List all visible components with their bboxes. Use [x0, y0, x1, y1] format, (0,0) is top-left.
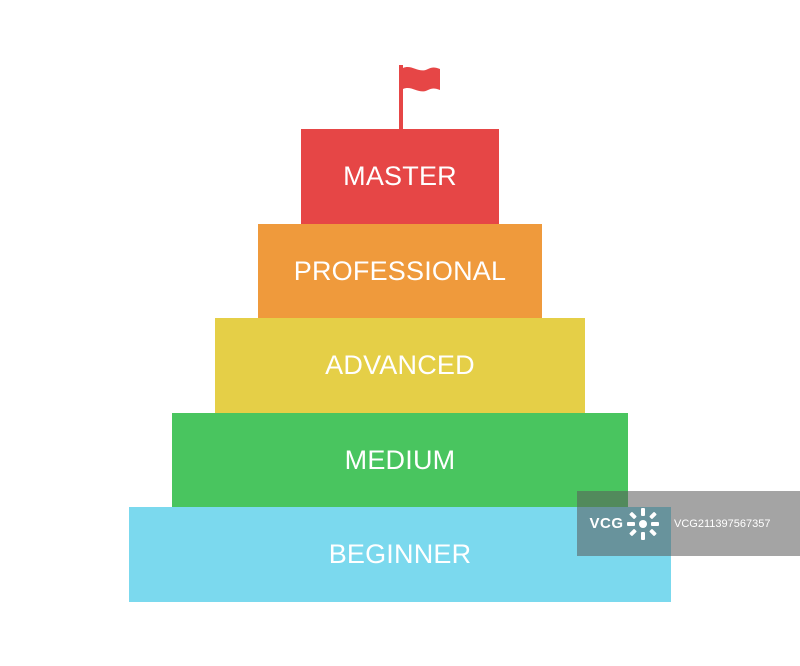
- level-master: MASTER: [301, 129, 499, 224]
- flag-pole: [399, 65, 403, 132]
- flag-banner: [403, 67, 440, 92]
- level-medium: MEDIUM: [172, 413, 628, 508]
- level-master-label: MASTER: [343, 161, 457, 191]
- level-beginner-label: BEGINNER: [328, 539, 472, 569]
- vcg-burst-icon: [626, 507, 659, 540]
- level-medium-label: MEDIUM: [344, 445, 456, 475]
- level-professional: PROFESSIONAL: [258, 224, 542, 319]
- level-professional-label: PROFESSIONAL: [293, 256, 507, 286]
- watermark: VCG VCG211397567357: [577, 491, 800, 556]
- level-advanced-label: ADVANCED: [325, 350, 475, 380]
- level-advanced: ADVANCED: [215, 318, 585, 413]
- flag-icon: [399, 65, 440, 132]
- watermark-id: VCG211397567357: [674, 517, 771, 530]
- watermark-logo-text: VCG: [589, 515, 624, 532]
- watermark-logo: VCG: [577, 491, 672, 556]
